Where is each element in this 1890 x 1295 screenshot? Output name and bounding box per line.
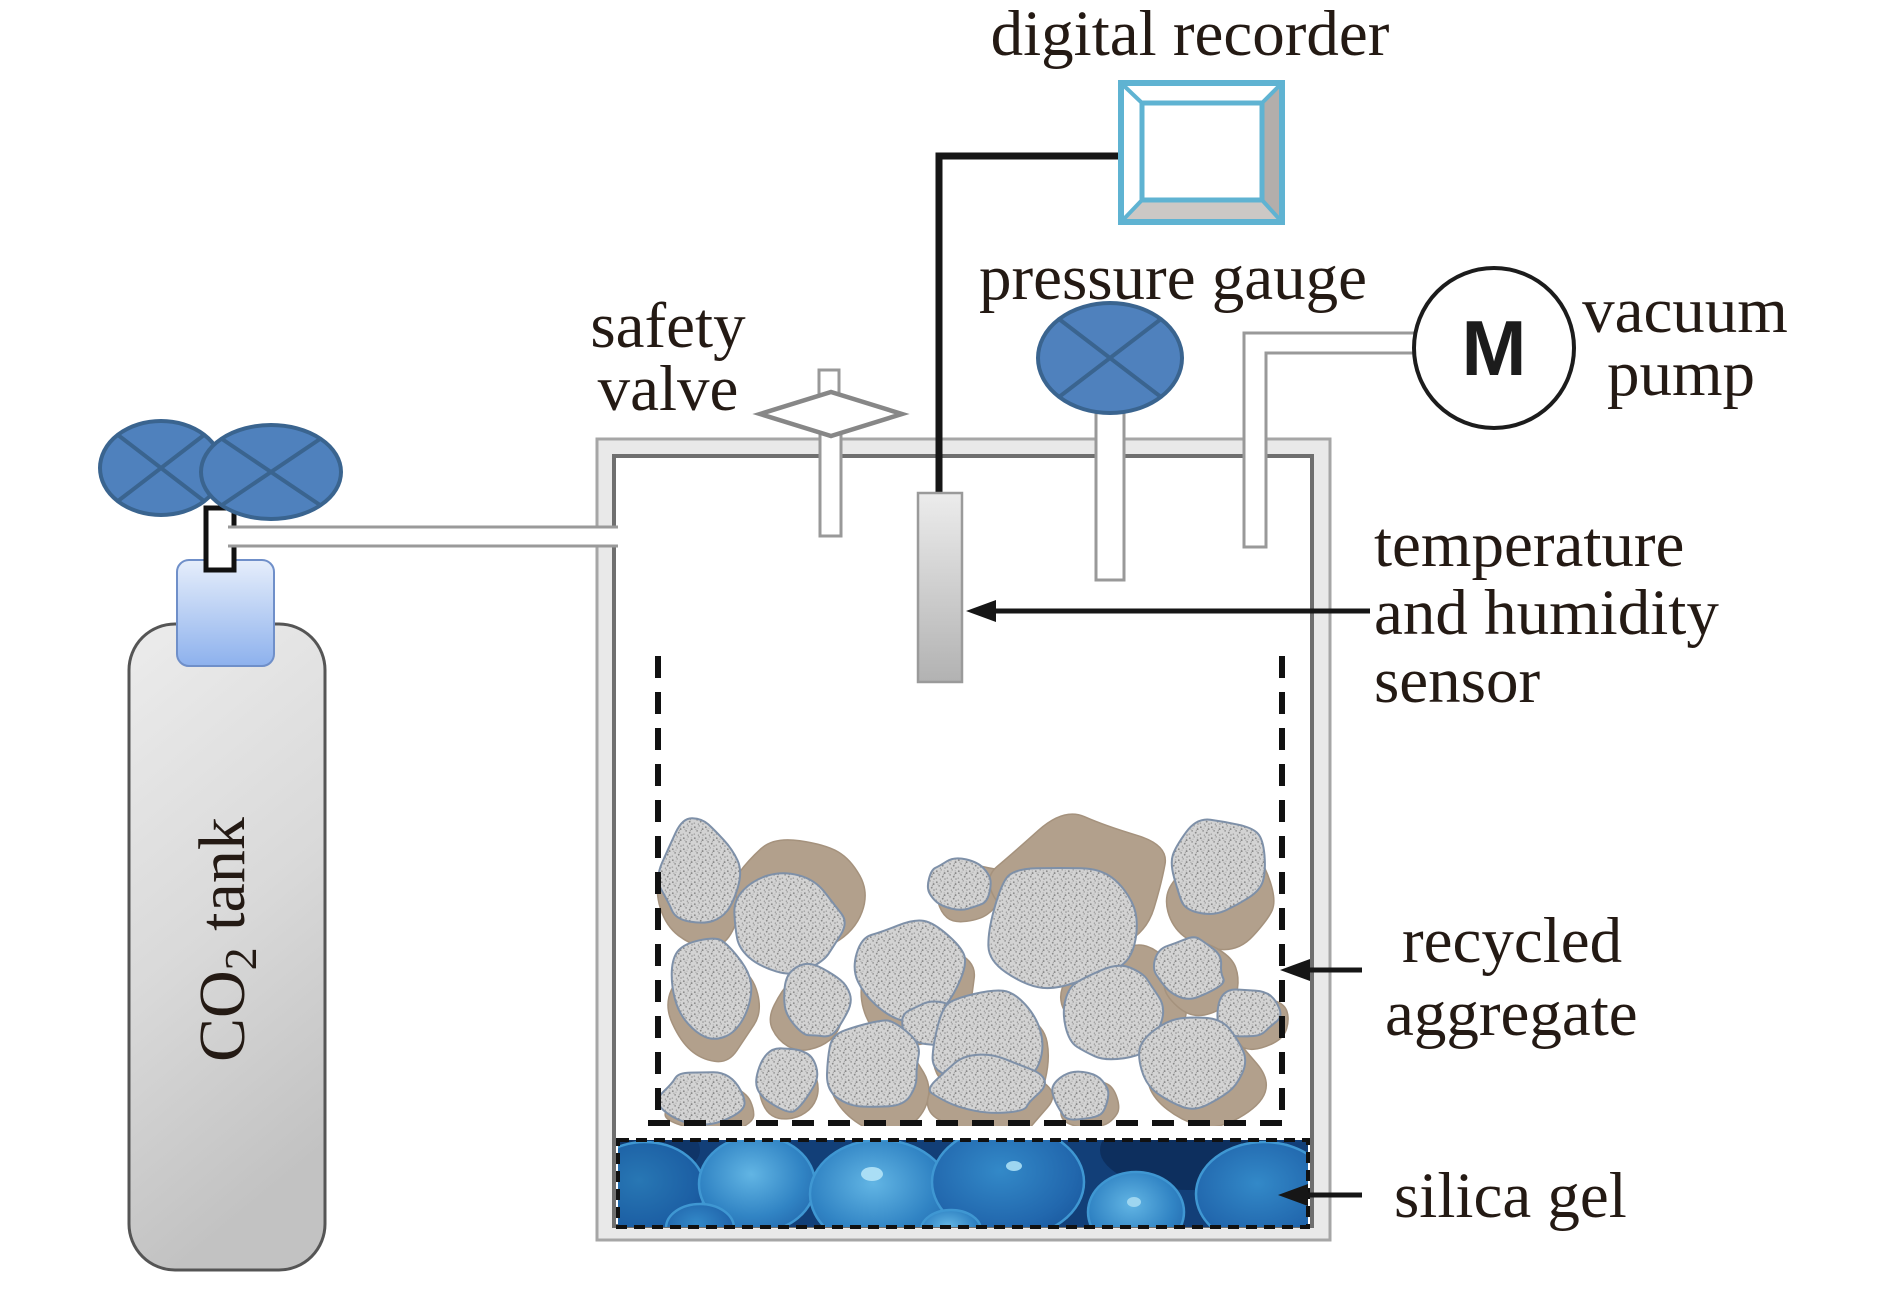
svg-text:digital recorder: digital recorder bbox=[991, 0, 1390, 70]
svg-text:recycled: recycled bbox=[1402, 905, 1622, 977]
svg-text:valve: valve bbox=[598, 353, 739, 425]
svg-text:pressure gauge: pressure gauge bbox=[979, 242, 1367, 314]
svg-text:CO2 tank: CO2 tank bbox=[186, 817, 266, 1062]
svg-text:sensor: sensor bbox=[1374, 645, 1540, 717]
svg-text:pump: pump bbox=[1607, 338, 1755, 410]
svg-text:temperature: temperature bbox=[1374, 509, 1684, 581]
svg-text:silica gel: silica gel bbox=[1394, 1160, 1627, 1232]
svg-text:M: M bbox=[1462, 304, 1527, 392]
svg-text:vacuum: vacuum bbox=[1582, 275, 1788, 347]
svg-text:safety: safety bbox=[590, 290, 746, 362]
svg-text:and humidity: and humidity bbox=[1374, 577, 1719, 649]
svg-text:aggregate: aggregate bbox=[1385, 978, 1638, 1050]
